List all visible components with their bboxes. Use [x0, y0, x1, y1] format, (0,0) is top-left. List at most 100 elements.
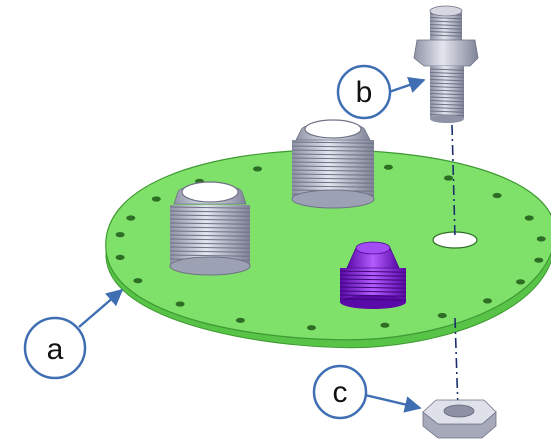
callout-a-circle: [23, 316, 87, 380]
bolt-hole: [492, 192, 502, 199]
bolt-hole: [133, 278, 143, 284]
bolt-hole: [307, 325, 316, 331]
thread-line: [429, 103, 465, 106]
bolt-hole: [536, 236, 546, 242]
fitting-left-opening: [181, 181, 239, 203]
assembly-axis: [451, 124, 459, 411]
fitting-right-opening: [304, 119, 362, 139]
thread-line: [339, 298, 407, 301]
fitting-right-body: [292, 140, 374, 198]
callout-c-circle: [312, 364, 368, 420]
axis-line-lower: [454, 317, 459, 411]
axis-line-upper: [451, 124, 456, 239]
bolt-hole: [175, 301, 185, 307]
thread-line: [429, 79, 465, 82]
nut-bore: [443, 404, 475, 418]
bolt-hole: [437, 312, 447, 319]
plug-threads: [339, 270, 407, 301]
callout-a-arrow: [78, 288, 124, 328]
thread-line: [291, 177, 375, 180]
bolt-tip: [430, 115, 464, 123]
thread-line: [169, 206, 251, 209]
fitting-left-threads: [169, 206, 251, 261]
callout-a-label: a: [47, 333, 64, 366]
thread-line: [291, 173, 375, 176]
bolt-hex: [413, 39, 479, 67]
thread-line: [169, 250, 251, 253]
thread-line: [339, 286, 407, 289]
thread-line: [429, 89, 465, 92]
thread-line: [429, 93, 465, 96]
thread-line: [169, 222, 251, 225]
thread-line: [429, 107, 465, 110]
thread-line: [339, 274, 407, 277]
bolt-hole: [516, 279, 525, 285]
thread-line: [429, 68, 465, 71]
callout-b-arrow: [388, 76, 426, 94]
callout-c: c: [312, 364, 422, 420]
bolt-hole: [534, 257, 544, 263]
thread-line: [169, 210, 251, 213]
thread-line: [429, 34, 463, 37]
callout-b-label: b: [356, 76, 373, 109]
thread-line: [291, 161, 375, 164]
bolt-hole: [151, 196, 161, 202]
threaded-bolt: [413, 5, 479, 123]
thread-line: [291, 145, 375, 148]
thread-line: [169, 214, 251, 217]
threaded-fitting-left: [169, 181, 251, 276]
thread-line: [429, 82, 465, 85]
bolt-hole: [235, 317, 245, 323]
thread-line: [169, 242, 251, 245]
plug-top: [355, 241, 391, 255]
thread-line: [339, 270, 407, 273]
thread-line: [291, 153, 375, 156]
fitting-left-base: [169, 256, 251, 276]
callout-b: b: [336, 64, 426, 120]
bolt-hole: [253, 166, 262, 172]
bolt-hole: [115, 232, 125, 238]
thread-line: [169, 234, 251, 237]
thread-line: [429, 31, 463, 34]
thread-line: [339, 278, 407, 281]
bolt-top: [429, 5, 463, 17]
bolt-hole: [115, 254, 125, 260]
callout-c-arrow: [364, 393, 422, 413]
thread-line: [429, 110, 465, 113]
plug-base-bottom: [340, 295, 406, 309]
fitting-right-base: [291, 189, 375, 209]
bolt-hole: [383, 164, 393, 170]
thread-line: [339, 282, 407, 285]
thread-line: [429, 86, 465, 89]
bolt-hole: [126, 215, 136, 221]
thread-line: [291, 181, 375, 184]
callout-a: a: [23, 288, 124, 380]
thread-line: [339, 290, 407, 293]
bolt-hole: [524, 215, 534, 221]
thread-line: [291, 141, 375, 144]
thread-line: [429, 24, 463, 27]
thread-line: [429, 96, 465, 99]
thread-line: [429, 17, 463, 20]
thread-line: [169, 218, 251, 221]
thread-line: [339, 294, 407, 297]
bolt-hole: [380, 322, 390, 328]
callout-c-label: c: [333, 376, 348, 409]
thread-line: [429, 75, 465, 78]
thread-line: [429, 27, 463, 30]
hex-nut: [422, 399, 497, 439]
thread-line: [291, 165, 375, 168]
thread-line: [169, 230, 251, 233]
thread-line: [169, 238, 251, 241]
thread-line: [169, 226, 251, 229]
thread-line: [429, 100, 465, 103]
thread-line: [291, 149, 375, 152]
threaded-fitting-right: [291, 119, 375, 209]
bolt-hole: [444, 175, 453, 181]
thread-line: [429, 20, 463, 23]
bolt-hole: [483, 298, 492, 304]
thread-line: [169, 254, 251, 257]
thread-line: [429, 72, 465, 75]
